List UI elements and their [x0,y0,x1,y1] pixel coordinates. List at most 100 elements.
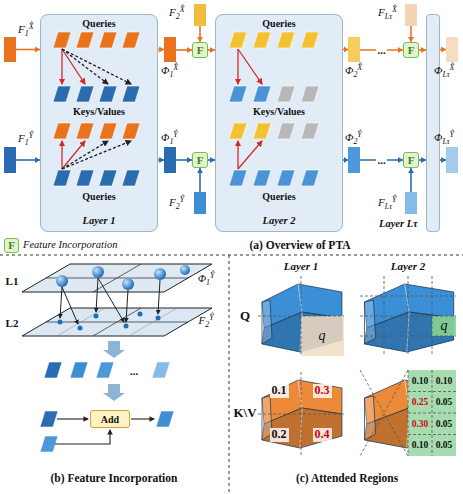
math-part: X̂ [173,63,178,72]
feature-block: Φ2Ŷ [348,147,360,173]
text-label: Layer 2 [391,260,426,272]
math-part: X̂ [29,22,34,31]
connector [176,157,192,163]
text-label: ... [130,365,138,377]
text-label: Queries [262,18,295,29]
math-part: Φ [161,131,169,143]
text-label: 0.10 [436,376,453,386]
math-part: Lτ [442,70,449,79]
math-part: Ŷ [210,271,214,280]
text-label: (b) Feature Incorporation [51,472,178,485]
text-label: Φ1Ŷ [198,272,215,287]
math-part: F [18,23,25,35]
text-label: 0.10 [412,440,429,450]
math-part: 1 [25,138,29,147]
text-label: F2X̂ [169,6,185,21]
layer-fills [40,14,440,232]
connector [419,157,426,163]
text-label: F2Ŷ [198,314,213,329]
text-label: Φ1X̂ [161,64,178,79]
text-label: F [408,44,415,56]
text-label: Add [101,414,119,425]
math-part: 2 [353,70,357,79]
add-box: Add [90,410,130,428]
math-part: Ŷ [29,131,33,140]
text-label: 0.25 [412,397,429,407]
connector [408,168,414,192]
math-part: Φ [434,64,442,76]
math-part: Ŷ [180,195,184,204]
text-label: Φ2Ŷ [345,131,362,146]
layer2-tokens [229,32,319,186]
text-label: Queries [262,191,295,202]
math-part: Ŷ [209,313,213,322]
math-part: 1 [169,70,173,79]
text-label: 0.2 [270,428,289,441]
connector [197,26,203,42]
arrow-head [408,168,414,173]
incorporation-box: F [192,42,208,58]
math-part: 1 [206,278,210,287]
math-part: F [378,6,385,18]
text-label: L1 [6,275,19,287]
text-label: 0.05 [436,440,453,450]
math-part: 2 [353,137,357,146]
attended-regions [258,276,456,456]
text-label: Φ1Ŷ [161,131,178,146]
connector [408,26,414,42]
text-label: 0.30 [412,419,429,429]
text-label: Q [240,309,250,323]
incorporation-box: F [192,152,208,168]
layer-box: QueriesKeys/ValuesQueriesLayer 1 [40,14,158,232]
incorporation-box: F [403,152,419,168]
text-label: q [441,318,448,333]
feature-block: FLτŶ [405,192,417,214]
token-row [40,362,174,452]
legend-swatch: F [4,238,19,253]
math-part: F [378,196,385,208]
feature-block: ΦLτŶ [446,147,458,173]
feature-block: F2X̂ [194,4,206,26]
math-part: 2 [176,202,180,211]
feature-block: F2Ŷ [194,192,206,214]
math-part: Φ [345,131,353,143]
feature-block: Φ1X̂ [164,37,176,62]
text-label: 0.1 [270,384,289,397]
math-part: F [18,132,25,144]
math-part: X̂ [180,5,185,14]
math-part: Lτ [385,12,392,21]
panel-dividers [0,255,463,494]
text-label: F1Ŷ [18,132,33,147]
text-label: Queries [82,18,115,29]
feature-block: FLτX̂ [405,4,417,26]
connector [176,47,192,53]
connector [208,47,215,53]
text-label: Keys/Values [253,106,305,117]
text-label: (c) Attended Regions [296,472,398,485]
text-label: ΦLτŶ [434,131,454,146]
math-part: X̂ [357,63,362,72]
feature-block: Φ2X̂ [348,37,360,62]
connector [16,157,40,163]
text-label: ... [376,154,386,166]
text-label: F1X̂ [18,23,34,38]
layer-box: Layer Lτ [426,14,440,232]
text-label: ΦLτX̂ [434,64,454,79]
text-label: 0.4 [313,428,332,441]
math-part: X̂ [450,63,455,72]
layer1-attention-arrows [62,49,131,169]
math-part: 1 [25,29,29,38]
text-label: Layer Lτ [379,218,418,230]
text-label: 0.10 [412,376,429,386]
math-part: Ŷ [357,130,361,139]
text-label: 0.05 [436,397,453,407]
math-part: Lτ [385,202,392,211]
text-label: Layer 1 [83,215,116,227]
text-label: F [408,154,415,166]
text-label: q [319,328,326,343]
layer1-tokens [53,32,140,186]
connector [419,47,426,53]
text-label: F [197,154,204,166]
incorporation-box: F [403,42,419,58]
